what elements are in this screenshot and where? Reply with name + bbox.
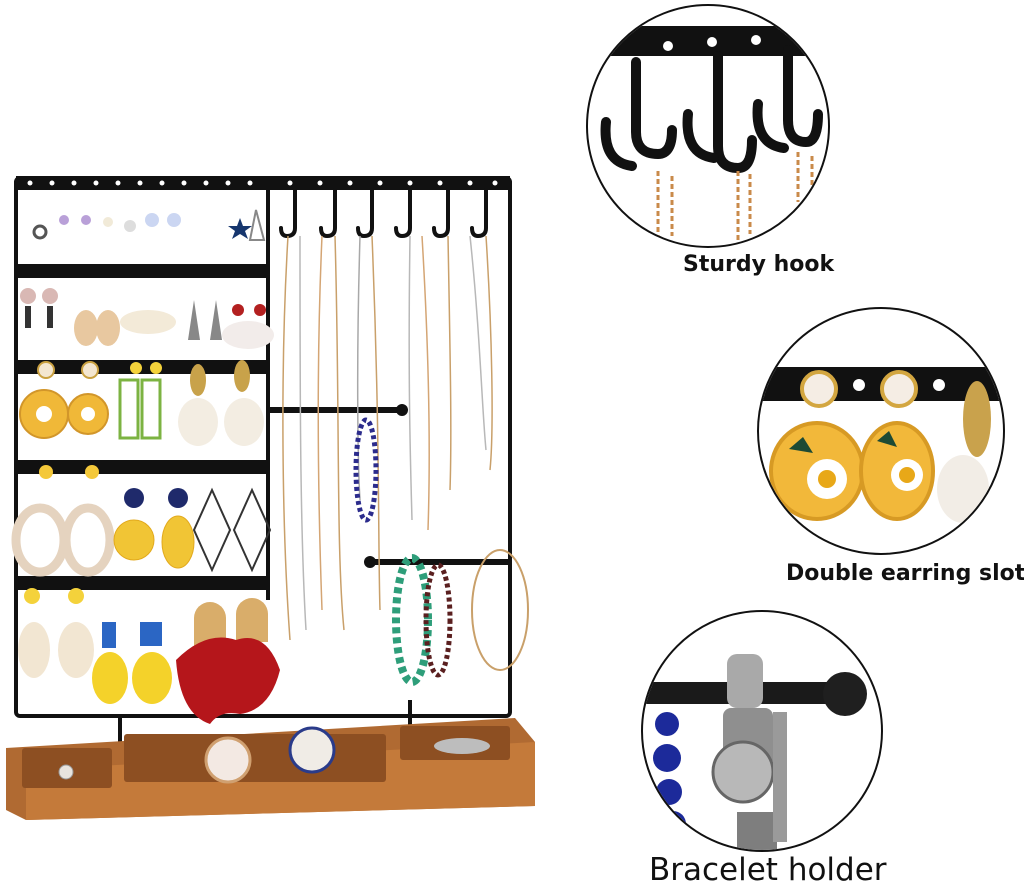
product-image-jewelry-stand (0, 170, 545, 820)
callout-double-earring-slot-image (757, 307, 1005, 555)
wooden-tray-base (6, 718, 535, 820)
callout-label-bracelet-holder: Bracelet holder (649, 852, 887, 888)
callout-sturdy-hook-image (586, 4, 830, 248)
jewelry-stand-illustration (6, 176, 535, 820)
callout-label-double-earring-slot: Double earring slot (786, 561, 1024, 586)
hook-closeup-illustration (588, 26, 828, 246)
earring-slot-closeup-illustration (759, 367, 1003, 523)
callout-label-sturdy-hook: Sturdy hook (683, 252, 835, 277)
callout-bracelet-holder-image (641, 610, 883, 852)
bracelet-holder-closeup-illustration (643, 654, 867, 850)
